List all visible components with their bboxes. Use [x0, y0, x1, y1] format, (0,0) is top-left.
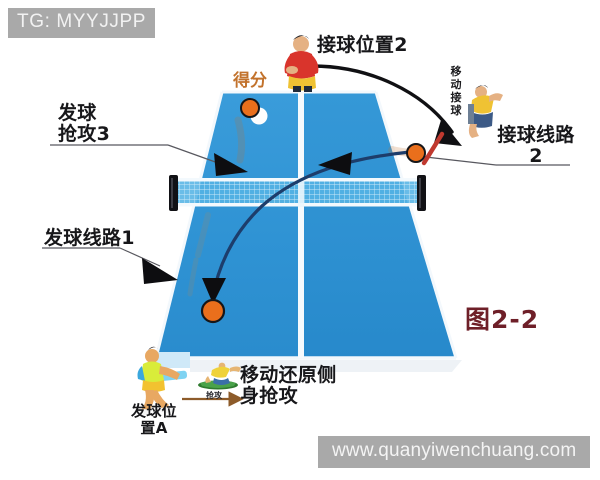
table-surface [154, 90, 458, 360]
label-score-point: 得分 [233, 71, 267, 91]
table-half-left [156, 92, 298, 358]
sprite-receiver-player-top [284, 35, 319, 92]
pointer-serve-attack-3 [214, 153, 248, 176]
sprite-receiver-player-moving [468, 85, 503, 138]
table-center-line [298, 92, 304, 358]
ball-markers [200, 98, 445, 324]
label-serve-position-a: 发球位 置A [131, 402, 177, 437]
sprite-server-player [128, 346, 190, 415]
trajectory-serve-route [202, 150, 412, 304]
label-move-receive: 移动 接球 [450, 65, 462, 117]
net-post-left [169, 175, 178, 211]
ball-score-top-left [240, 98, 260, 118]
pointer-serve-route-1 [142, 258, 178, 284]
figure-number: 图2-2 [465, 305, 540, 334]
ball-bounce-bottom-left [200, 298, 226, 324]
table-net [169, 175, 426, 211]
pointer-trajectory-net [318, 152, 352, 175]
label-receive-position-2: 接球位置2 [317, 34, 408, 56]
overlay-tag-banner: TG: MYYJJPP [8, 8, 156, 38]
label-receive-route-2: 接球线路 2 [497, 124, 575, 168]
caption-attack-icon: 抢攻 [206, 391, 222, 400]
leader-serve-route-1 [42, 247, 178, 284]
paddle-receiver [421, 131, 445, 166]
table-half-right [304, 92, 456, 358]
leader-serve-attack-3 [50, 144, 248, 176]
label-move-restore-attack: 移动还原侧 身抢攻 [240, 364, 337, 408]
ball-receive-right [406, 143, 426, 163]
pointer-trajectory-down [202, 278, 226, 304]
net-post-right [417, 175, 426, 211]
label-serve-attack-3: 发球 抢攻3 [58, 102, 111, 146]
icon-attack-sprite [198, 362, 241, 390]
watermark-banner: www.quanyiwenchuang.com [318, 436, 591, 468]
label-serve-route-1: 发球线路1 [44, 227, 135, 249]
